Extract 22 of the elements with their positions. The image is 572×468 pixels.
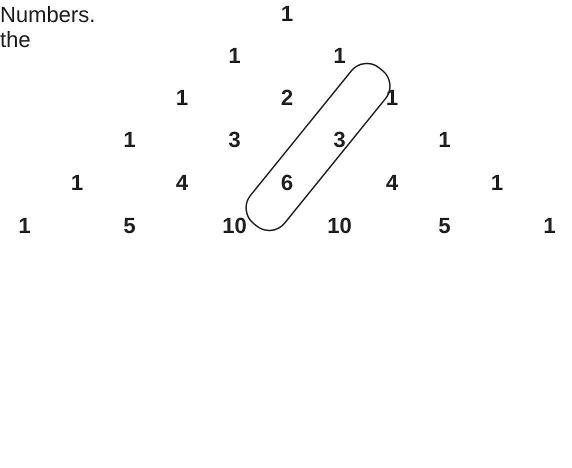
text-line: Numbers. xyxy=(0,2,96,28)
triangle-number: 1 xyxy=(123,127,136,153)
triangle-number: 4 xyxy=(386,170,398,196)
triangle-number: 1 xyxy=(280,1,294,27)
triangle-number: 10 xyxy=(327,213,352,239)
triangle-number: 1 xyxy=(228,43,241,69)
text-line: the xyxy=(0,27,31,53)
triangle-number: 1 xyxy=(490,170,504,196)
triangle-number: 6 xyxy=(280,170,294,196)
triangle-number: 1 xyxy=(70,170,84,196)
triangle-number: 3 xyxy=(228,127,241,153)
triangle-number: 5 xyxy=(123,213,136,239)
triangle-number: 5 xyxy=(438,213,451,239)
triangle-number: 10 xyxy=(222,213,247,239)
triangle-number: 1 xyxy=(333,43,346,69)
triangle-number: 3 xyxy=(333,127,346,153)
triangle-number: 1 xyxy=(438,127,451,153)
triangle-number: 1 xyxy=(18,213,31,239)
triangle-number: 2 xyxy=(280,85,294,111)
triangle-number: 1 xyxy=(176,85,188,111)
triangle-number: 1 xyxy=(543,213,556,239)
triangle-number: 4 xyxy=(176,170,188,196)
